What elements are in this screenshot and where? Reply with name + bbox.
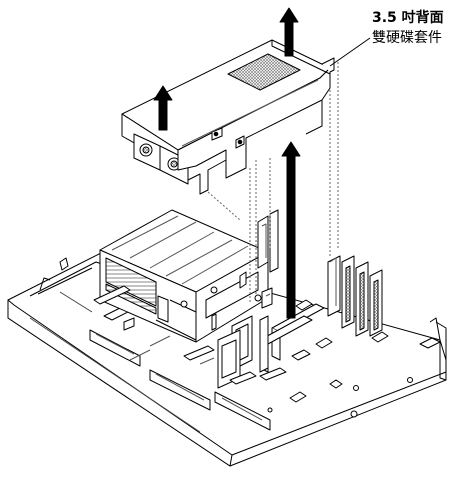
arrow-up-icon: [153, 85, 173, 131]
drive-cage-kit: [121, 39, 335, 195]
arrow-up-icon: [281, 141, 301, 319]
alignment-guides: [207, 62, 339, 304]
callout-line-1: 3.5 吋背面: [372, 10, 444, 26]
arrow-up-icon: [279, 7, 299, 57]
callout-line-2: 雙硬碟套件: [372, 30, 442, 46]
motherboard: [93, 209, 389, 389]
callout-leader: [329, 37, 371, 67]
lift-arrows: [153, 7, 301, 319]
callout-label: 3.5 吋背面 雙硬碟套件: [372, 8, 444, 48]
